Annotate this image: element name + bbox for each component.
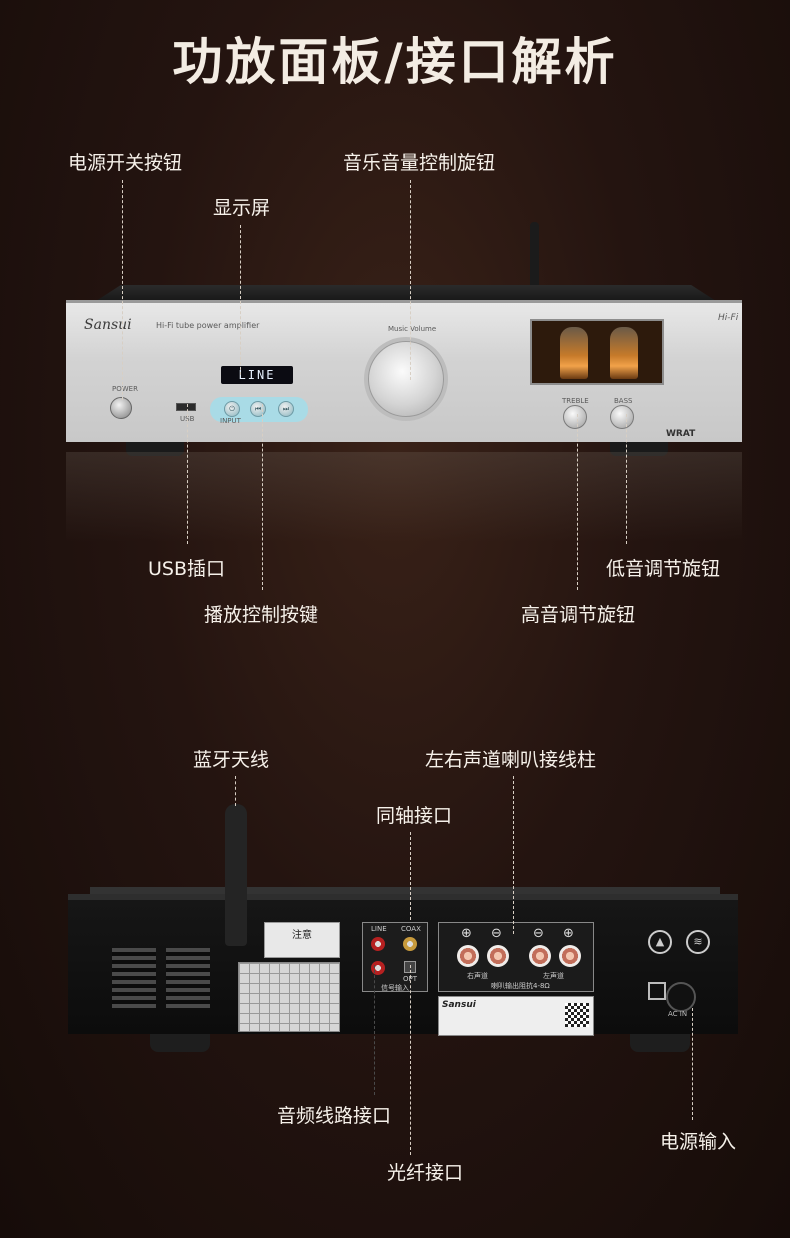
label-speaker-posts: 左右声道喇叭接线柱 bbox=[425, 749, 597, 771]
line-coaxial bbox=[410, 832, 411, 920]
notice-sticker: 注意 bbox=[264, 922, 340, 958]
minus-symbol-1: ⊖ bbox=[491, 926, 502, 941]
input-text: INPUT bbox=[220, 417, 241, 425]
notice-title: 注意 bbox=[292, 930, 312, 941]
vacuum-tube-right bbox=[610, 327, 638, 379]
label-optical: 光纤接口 bbox=[387, 1162, 464, 1184]
usb-port bbox=[176, 403, 196, 411]
line-antenna bbox=[235, 776, 236, 806]
rear-amplifier-image: 注意 LINE COAX OPT 信号输入 ⊕ ⊖ ⊖ ⊕ 右声道 左声道 喇叭… bbox=[68, 894, 738, 1036]
front-subtitle: Hi-Fi tube power amplifier bbox=[156, 321, 260, 330]
power-text: POWER bbox=[112, 385, 138, 393]
speaker-post-4 bbox=[559, 945, 581, 967]
label-bass: 低音调节旋钮 bbox=[606, 558, 721, 580]
label-display: 显示屏 bbox=[213, 197, 271, 219]
wrat-logo: WRAT bbox=[666, 429, 696, 439]
treble-text: TREBLE bbox=[562, 397, 589, 405]
minus-symbol-2: ⊖ bbox=[533, 926, 544, 941]
line-display bbox=[240, 225, 241, 375]
line-playback bbox=[262, 404, 263, 590]
line-power-switch bbox=[122, 180, 123, 400]
label-usb: USB插口 bbox=[148, 558, 226, 580]
line-speaker-posts bbox=[513, 776, 514, 934]
volume-knob bbox=[368, 341, 444, 417]
speaker-post-2 bbox=[487, 945, 509, 967]
next-button: ⏭ bbox=[278, 401, 294, 417]
line-usb bbox=[187, 404, 188, 544]
coaxial-jack bbox=[403, 937, 417, 951]
info-sticker: Sansui bbox=[438, 996, 594, 1036]
ac-text: AC IN bbox=[668, 1010, 688, 1018]
front-antenna bbox=[530, 222, 539, 288]
front-amplifier-image: Sansui Hi-Fi tube power amplifier LINE P… bbox=[66, 300, 742, 442]
speaker-post-3 bbox=[529, 945, 551, 967]
plus-symbol-1: ⊕ bbox=[461, 926, 472, 941]
vent-right bbox=[166, 948, 210, 1008]
bass-knob bbox=[610, 405, 634, 429]
label-playback: 播放控制按键 bbox=[204, 604, 319, 626]
display-screen: LINE bbox=[221, 366, 293, 384]
tube-window bbox=[530, 319, 664, 385]
label-coaxial: 同轴接口 bbox=[376, 805, 453, 827]
speaker-post-1 bbox=[457, 945, 479, 967]
left-channel-text: 左声道 bbox=[543, 972, 564, 980]
hifi-logo: Hi-Fi bbox=[718, 313, 739, 323]
signal-input-panel: LINE COAX OPT 信号输入 bbox=[362, 922, 428, 992]
qr-code bbox=[565, 1003, 589, 1027]
prev-button: ⏮ bbox=[250, 401, 266, 417]
power-button bbox=[110, 397, 132, 419]
vent-left bbox=[112, 948, 156, 1008]
heat-warning-icon: ≋ bbox=[686, 930, 710, 954]
rca-jack-upper bbox=[371, 937, 385, 951]
line-line-in bbox=[374, 965, 375, 1095]
treble-knob bbox=[563, 405, 587, 429]
front-foot-left bbox=[126, 442, 184, 456]
front-amp-top bbox=[96, 285, 716, 301]
playback-control-pad: ⏻ ⏮ ⏭ bbox=[210, 397, 308, 422]
front-reflection bbox=[66, 452, 742, 542]
line-bass bbox=[626, 414, 627, 544]
line-optical bbox=[410, 965, 411, 1155]
frequency-graph-sticker bbox=[238, 962, 340, 1032]
coax-text: COAX bbox=[401, 925, 421, 933]
label-line-in: 音频线路接口 bbox=[277, 1105, 392, 1127]
rear-brand: Sansui bbox=[442, 1000, 476, 1010]
plus-symbol-2: ⊕ bbox=[563, 926, 574, 941]
volume-text: Music Volume bbox=[388, 325, 437, 333]
line-power-input bbox=[692, 1008, 693, 1120]
speaker-terminal-panel: ⊕ ⊖ ⊖ ⊕ 右声道 左声道 喇叭输出阻抗4-8Ω bbox=[438, 922, 594, 992]
input-button: ⏻ bbox=[224, 401, 240, 417]
bluetooth-antenna bbox=[225, 804, 247, 946]
label-power-switch: 电源开关按钮 bbox=[68, 152, 183, 174]
label-treble: 高音调节旋钮 bbox=[521, 604, 636, 626]
power-socket bbox=[648, 982, 666, 1000]
front-foot-right bbox=[610, 442, 668, 456]
line-text: LINE bbox=[371, 925, 387, 933]
page-title: 功放面板/接口解析 bbox=[172, 33, 618, 91]
rear-foot-left bbox=[150, 1034, 210, 1052]
line-volume-knob bbox=[410, 180, 411, 380]
bass-text: BASS bbox=[614, 397, 633, 405]
label-power-input: 电源输入 bbox=[660, 1131, 737, 1153]
rear-foot-right bbox=[630, 1034, 690, 1052]
signal-text: 信号输入 bbox=[381, 984, 409, 992]
label-volume-knob: 音乐音量控制旋钮 bbox=[343, 152, 496, 174]
power-cable-plug bbox=[666, 982, 696, 1012]
rear-amp-top bbox=[90, 887, 720, 896]
line-treble bbox=[577, 414, 578, 590]
vacuum-tube-left bbox=[560, 327, 588, 379]
front-brand-logo: Sansui bbox=[84, 317, 132, 333]
certification-icon: ▲ bbox=[648, 930, 672, 954]
right-channel-text: 右声道 bbox=[467, 972, 488, 980]
impedance-text: 喇叭输出阻抗4-8Ω bbox=[491, 982, 550, 990]
label-antenna: 蓝牙天线 bbox=[193, 749, 270, 771]
